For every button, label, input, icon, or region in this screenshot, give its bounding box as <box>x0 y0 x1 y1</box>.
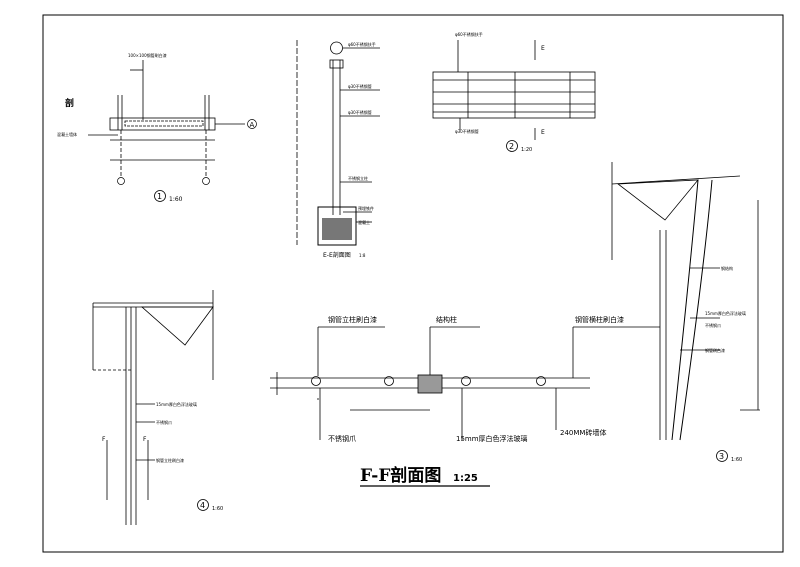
ff-label-brick-wall: 240MM砖墙体 <box>560 428 606 437</box>
ee-note: 预埋铁件 <box>358 205 374 211</box>
axis-a-bubble <box>247 119 257 129</box>
detail-3-scale: 1:60 <box>731 457 742 463</box>
section-ff <box>270 326 660 440</box>
detail-1-plan <box>88 60 245 178</box>
ff-label-ss-claw: 不锈钢爪 <box>328 434 356 443</box>
detail-1-number: 1 <box>157 192 162 201</box>
ff-label-steel-pipe-post: 钢管立柱刷白漆 <box>328 315 377 324</box>
ee-note: φ30不锈钢管 <box>348 83 372 89</box>
detail-2-note: φ60不锈钢扶手 <box>455 31 483 37</box>
detail-3-note: 钢管刷白漆 <box>705 347 725 353</box>
ee-note: 不锈钢立柱 <box>348 175 368 181</box>
detail-4-scale: 1:60 <box>212 506 223 512</box>
detail-4-note: 钢管立柱刷白漆 <box>156 457 184 463</box>
detail-2-section-mark-2: E <box>541 129 545 136</box>
detail-2-note: φ30不锈钢管 <box>455 128 479 134</box>
section-ee <box>296 40 380 246</box>
detail-4-section-mark-2: F <box>143 436 147 443</box>
detail-1-note: 100×100钢管刷白漆 <box>128 52 167 58</box>
detail-3 <box>611 162 760 441</box>
detail-1-marker: 剖 <box>65 97 74 109</box>
detail-3-note: 钢结构 <box>721 265 733 271</box>
detail-4-note: 15mm厚白色浮法玻璃 <box>156 401 197 407</box>
detail-1-scale: 1:60 <box>169 196 183 203</box>
detail-4-section-mark: F <box>102 436 106 443</box>
detail-3-note: 15mm厚白色浮法玻璃 <box>705 310 746 316</box>
detail-3-note: 不锈钢爪 <box>705 322 721 328</box>
ff-label-steel-rail: 钢管横柱刷白漆 <box>575 315 624 324</box>
detail-3-number-bubble <box>716 450 728 462</box>
ff-label-structural-column: 结构柱 <box>436 315 457 324</box>
detail-2-number: 2 <box>509 142 514 151</box>
detail-4-number-bubble <box>197 499 209 511</box>
detail-1-number-bubble <box>154 190 166 202</box>
section-ff-scale: 1:25 <box>453 473 478 484</box>
detail-4-number: 4 <box>200 501 205 510</box>
ff-label-glass: 15mm厚白色浮法玻璃 <box>456 434 528 443</box>
axis-a-label: A <box>250 121 255 129</box>
detail-2-section-mark: E <box>541 45 545 52</box>
detail-2-scale: 1:20 <box>521 147 532 153</box>
grid-bubble <box>117 177 125 185</box>
detail-4 <box>92 290 214 525</box>
detail-1-note-2: 混凝土墙体 <box>57 131 77 137</box>
section-ee-scale: 1:8 <box>359 253 366 258</box>
detail-2-number-bubble <box>506 140 518 152</box>
ee-note: φ30不锈钢管 <box>348 109 372 115</box>
sheet-border <box>42 14 784 553</box>
detail-4-note: 不锈钢爪 <box>156 419 172 425</box>
grid-bubble <box>202 177 210 185</box>
ee-note: φ60不锈钢扶手 <box>348 41 376 47</box>
ee-note: 混凝土 <box>358 219 370 225</box>
section-ff-title: F-F剖面图 <box>360 465 441 486</box>
detail-3-number: 3 <box>719 452 724 461</box>
detail-2-elevation <box>432 40 596 140</box>
section-ee-title: E-E剖面图 <box>323 251 351 259</box>
